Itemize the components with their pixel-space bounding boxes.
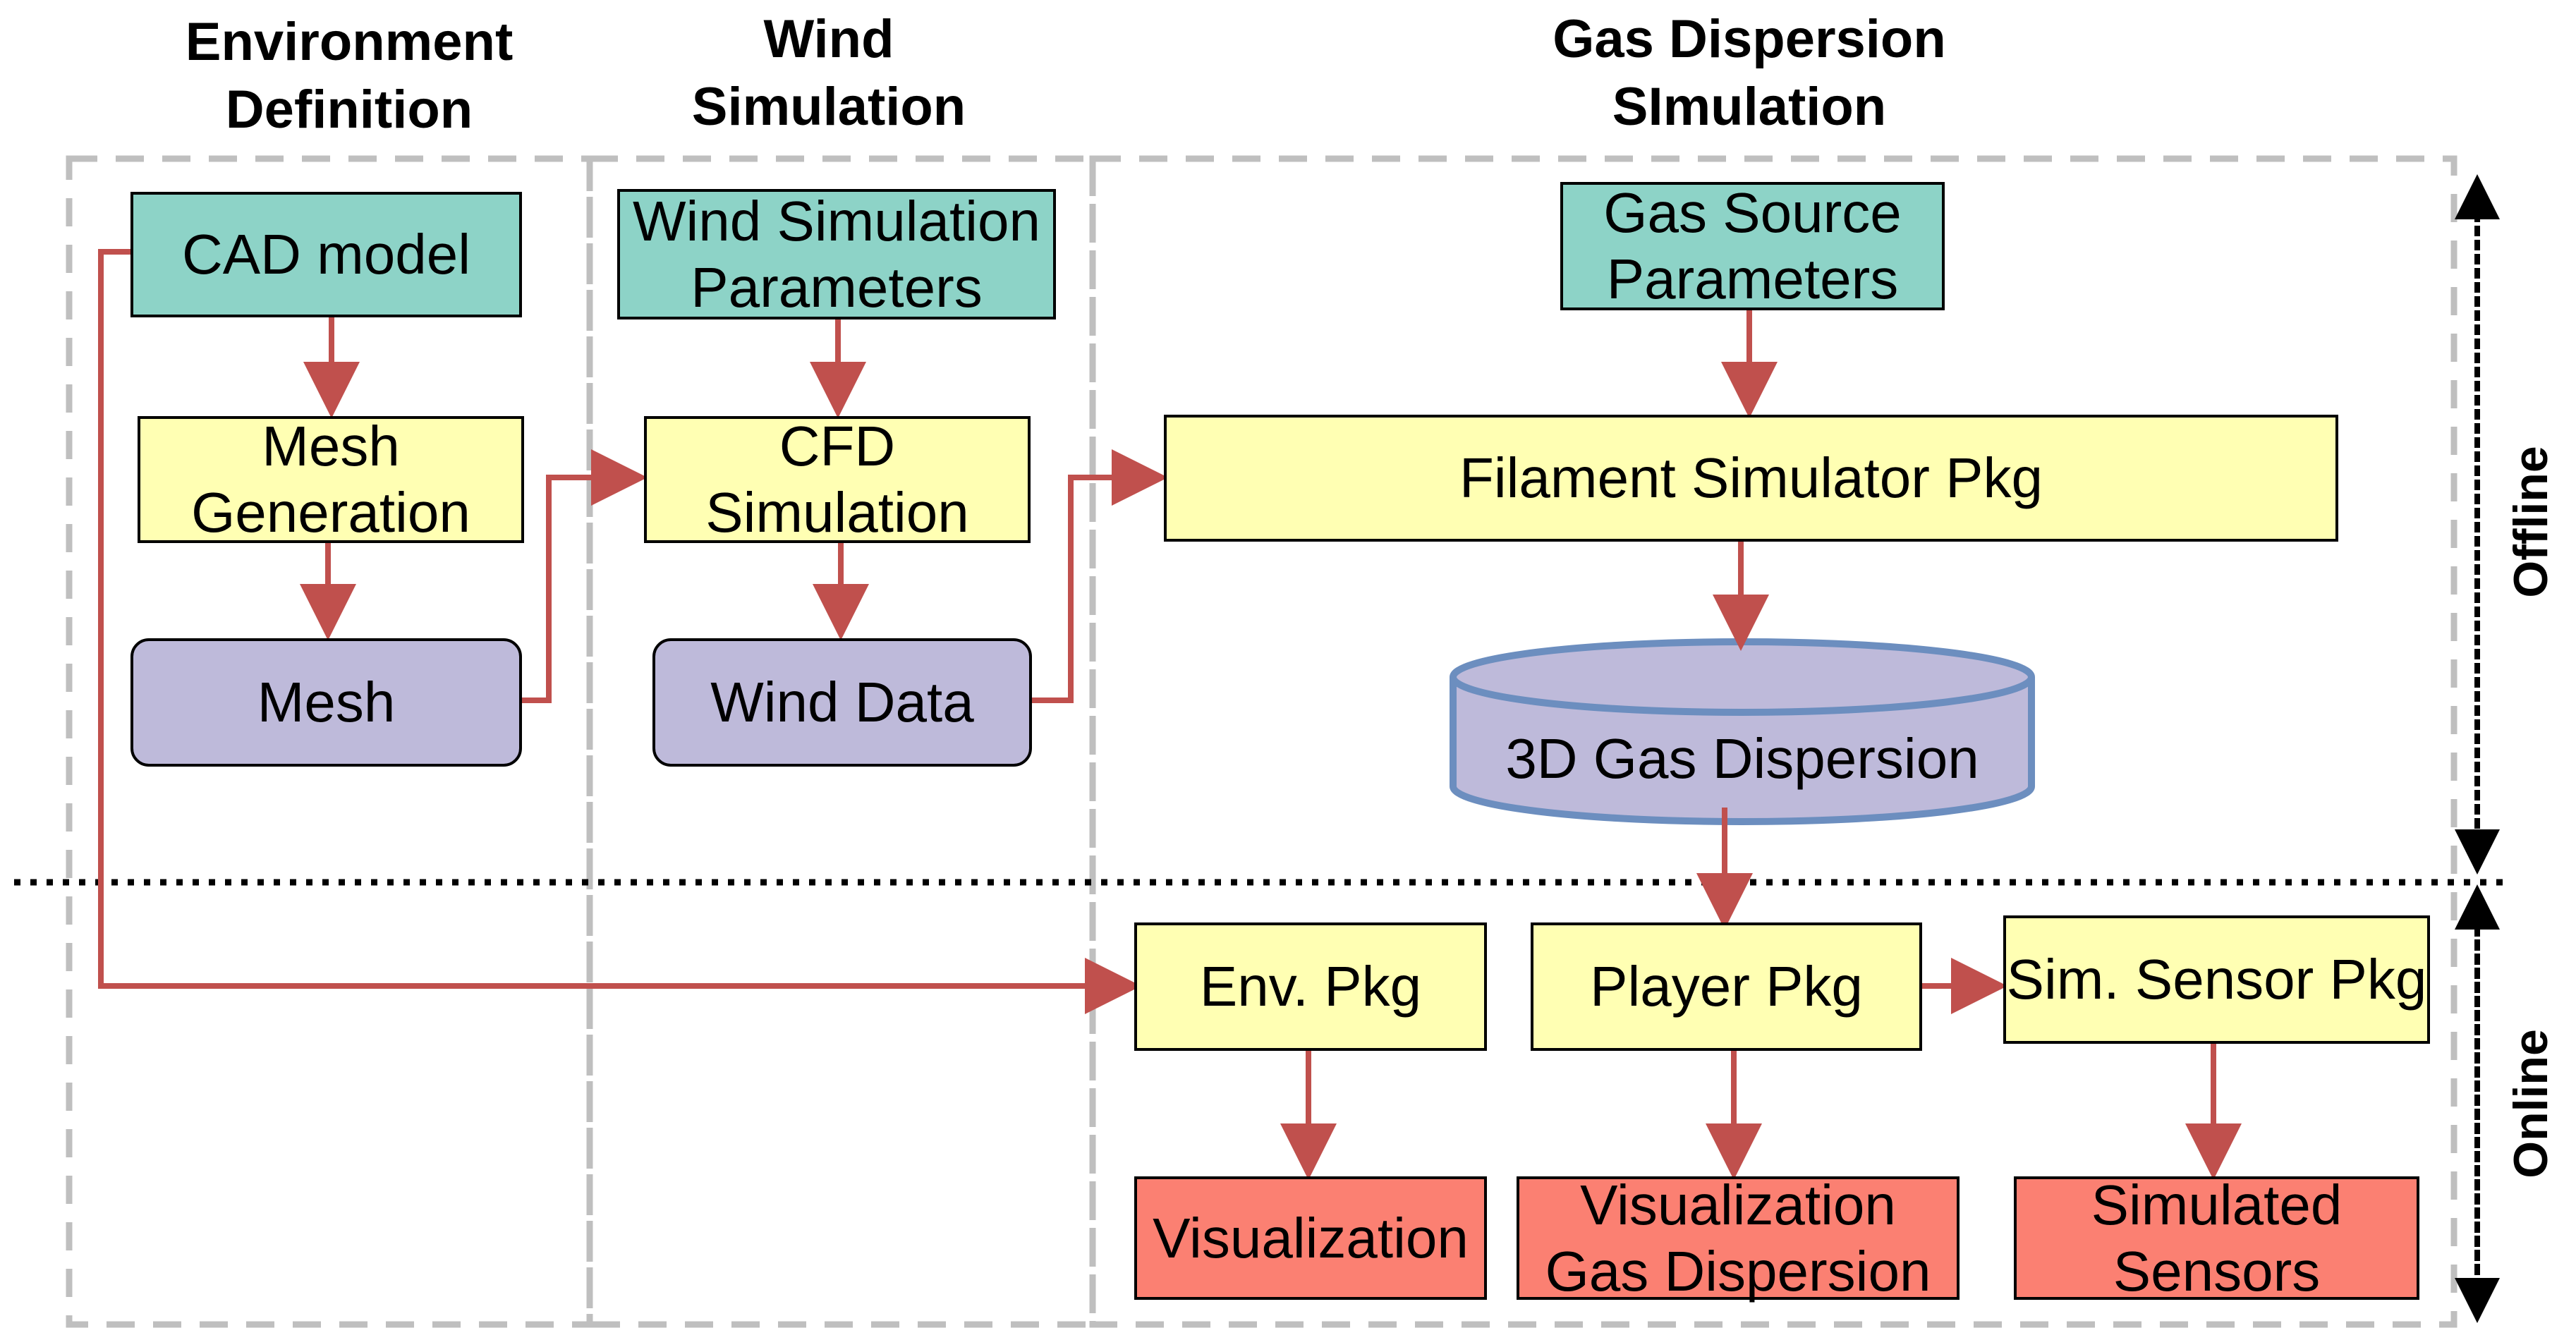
- connectors: [98, 249, 2242, 1180]
- node-label: Gas Source: [1603, 181, 1902, 244]
- node-env-pkg: Env. Pkg: [1134, 922, 1487, 1051]
- header-line: Gas Dispersion: [1553, 9, 1946, 69]
- cylinder-3d-gas-dispersion: [1450, 638, 2035, 825]
- node-player-pkg: Player Pkg: [1531, 922, 1922, 1051]
- arrow-wind-data-to-filament: [1030, 449, 1168, 703]
- node-mesh-generation: Mesh Generation: [138, 415, 524, 544]
- node-label: Parameters: [691, 255, 983, 319]
- node-visualization-gas-dispersion: Visualization Gas Dispersion: [1517, 1174, 1960, 1303]
- offline-label: Offline: [2504, 446, 2558, 598]
- section-borders: [66, 155, 2457, 1328]
- node-label: Wind Simulation: [632, 189, 1040, 252]
- header-line: Definition: [225, 80, 473, 140]
- node-3d-gas-dispersion-label: 3D Gas Dispersion: [1505, 727, 1979, 790]
- header-gas-dispersion-simulation: Gas Dispersion SImulation: [1481, 6, 2017, 141]
- node-label: Sim. Sensor Pkg: [2006, 948, 2427, 1011]
- header-line: SImulation: [1612, 77, 1887, 137]
- node-label: Parameters: [1606, 248, 1899, 310]
- node-label: CFD: [779, 415, 896, 477]
- node-label: Sensors: [2113, 1239, 2321, 1303]
- node-cad-model: CAD model: [130, 192, 522, 317]
- node-gas-source-parameters: Gas Source Parameters: [1560, 181, 1945, 310]
- node-label: Mesh: [257, 671, 396, 733]
- node-simulated-sensors: Simulated Sensors: [2014, 1174, 2419, 1303]
- node-label: Generation: [191, 481, 470, 544]
- section-gas: [1089, 155, 2457, 1328]
- header-line: Simulation: [691, 77, 966, 137]
- node-label: Filament Simulator Pkg: [1459, 446, 2043, 509]
- header-wind-simulation: Wind Simulation: [621, 6, 1037, 141]
- node-label: Env. Pkg: [1199, 955, 1422, 1018]
- header-line: Environment: [185, 12, 514, 72]
- node-label: CAD model: [181, 223, 471, 286]
- arrow-mesh-to-cfd: [521, 449, 648, 703]
- node-label: Wind Data: [710, 671, 974, 733]
- header-environment-definition: Environment Definition: [141, 8, 557, 144]
- node-wind-simulation-parameters: Wind Simulation Parameters: [617, 189, 1056, 319]
- node-filament-simulator-pkg: Filament Simulator Pkg: [1164, 415, 2338, 542]
- node-mesh: Mesh: [130, 638, 522, 767]
- online-label: Online: [2504, 1029, 2558, 1178]
- node-label: Player Pkg: [1590, 955, 1863, 1018]
- arrow-cad-to-env-pkg: [98, 249, 1141, 1014]
- section-environment: [66, 155, 593, 1328]
- node-cfd-simulation: CFD Simulation: [644, 415, 1031, 544]
- node-label: Simulated: [2091, 1173, 2343, 1236]
- node-label: Simulation: [705, 481, 969, 544]
- node-label: Gas Dispersion: [1545, 1239, 1931, 1303]
- node-label: Visualization: [1580, 1173, 1896, 1236]
- node-label: Mesh: [262, 415, 400, 477]
- node-sim-sensor-pkg: Sim. Sensor Pkg: [2003, 915, 2430, 1044]
- node-label: Visualization: [1153, 1206, 1469, 1269]
- node-wind-data: Wind Data: [652, 638, 1032, 767]
- node-visualization: Visualization: [1134, 1176, 1487, 1300]
- header-line: Wind: [763, 9, 894, 69]
